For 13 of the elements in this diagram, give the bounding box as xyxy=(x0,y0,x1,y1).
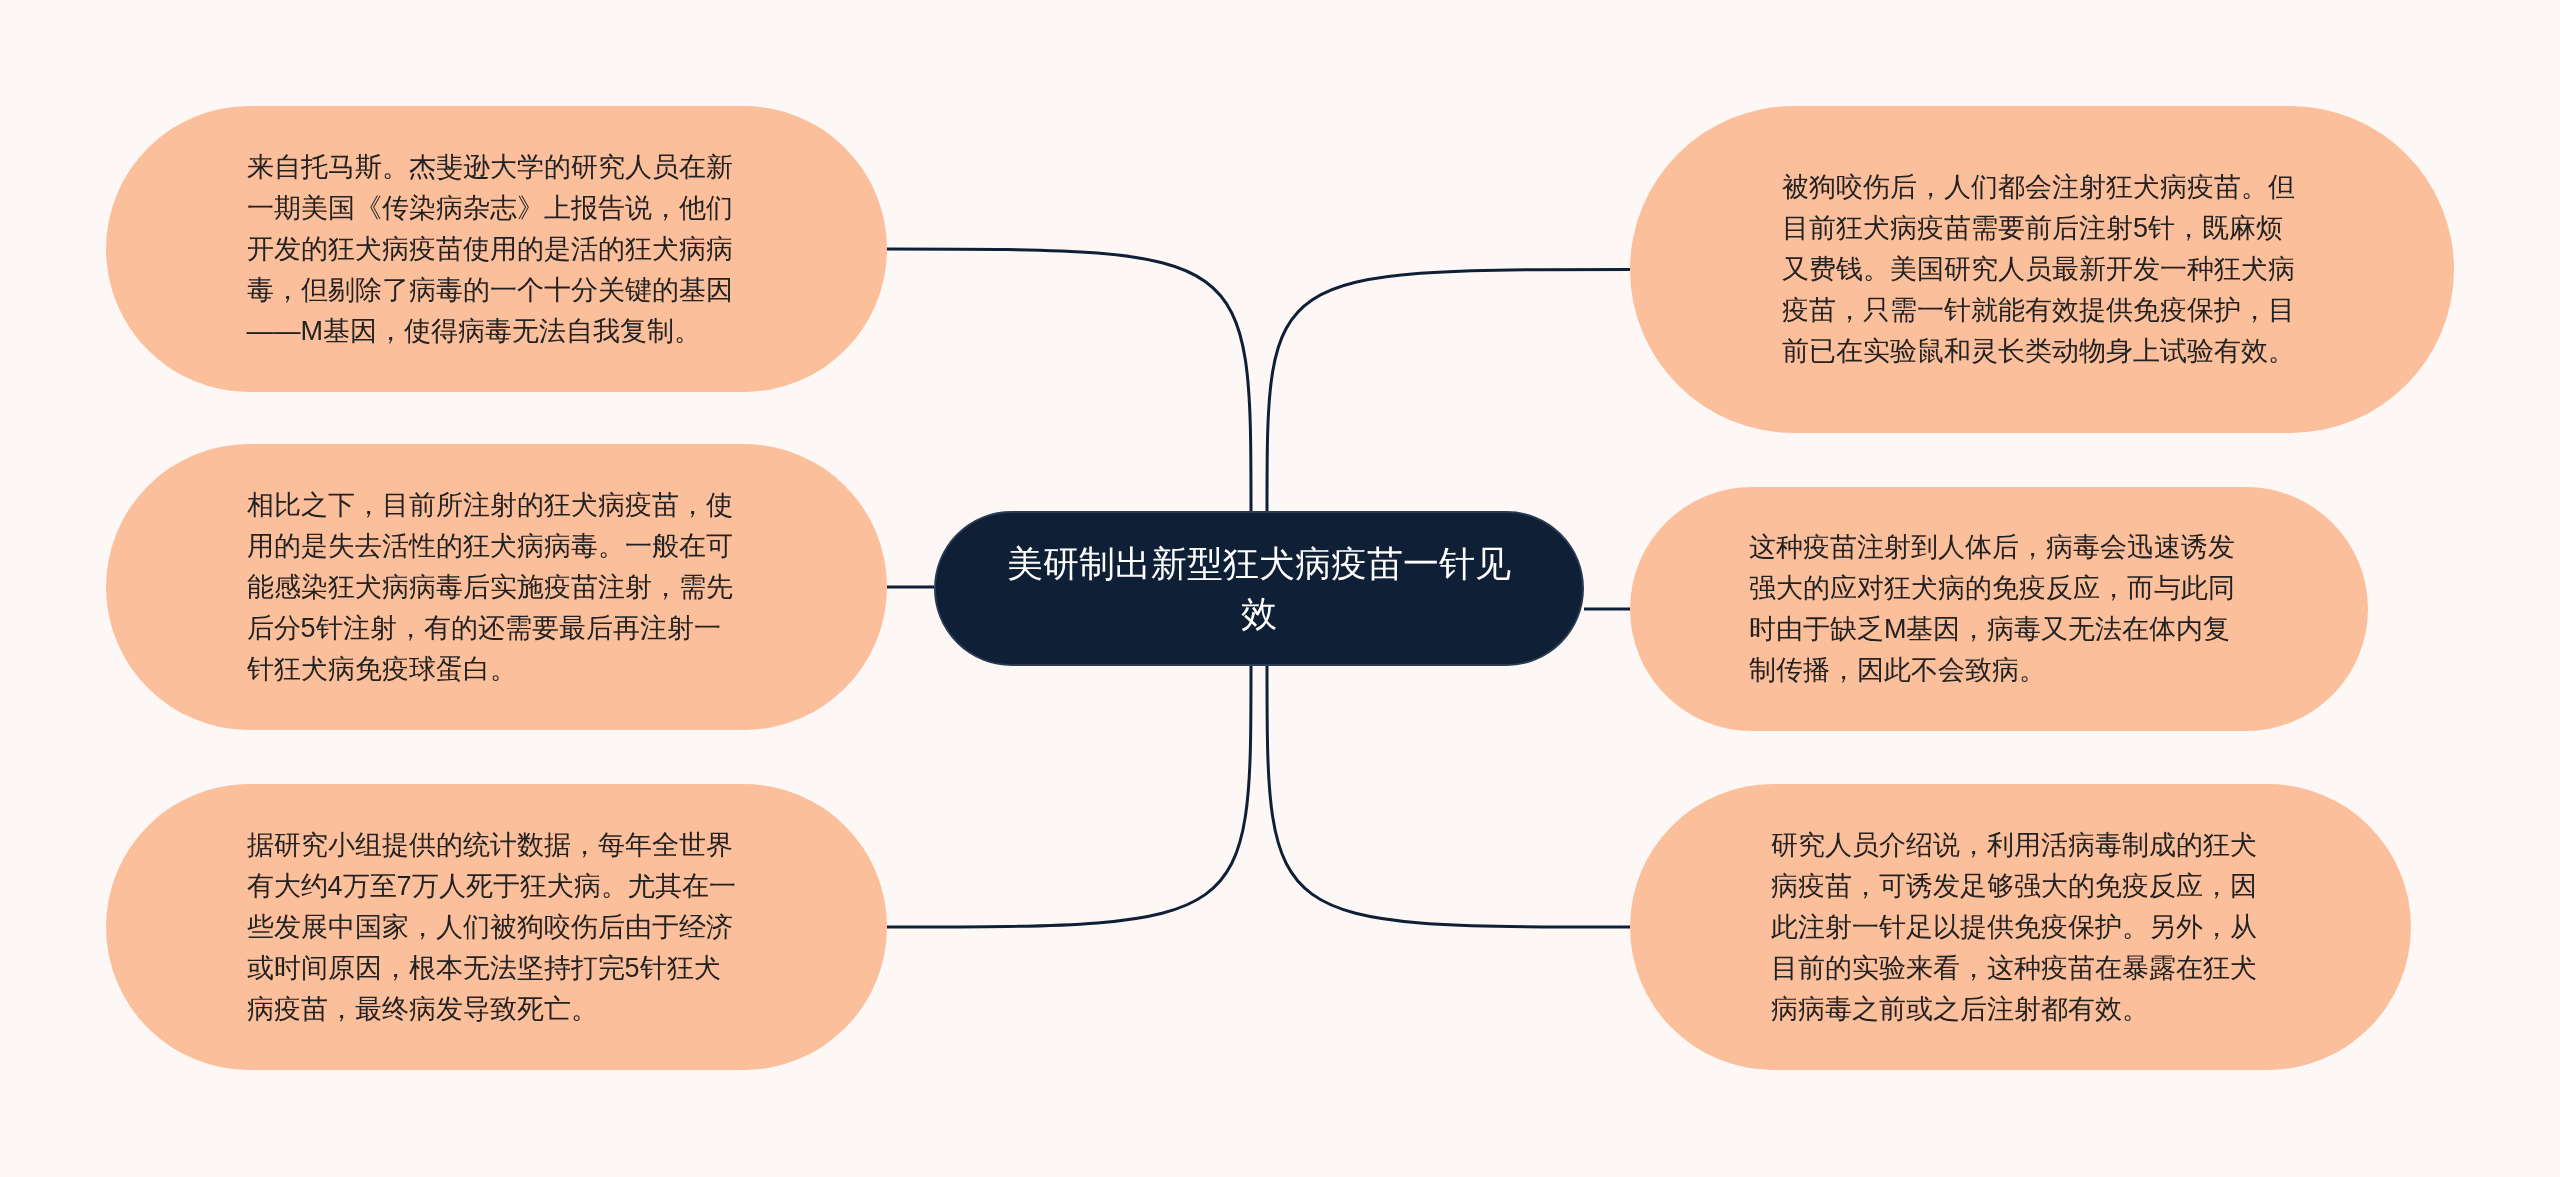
connector-line xyxy=(1584,607,1630,611)
topic-text: 研究人员介绍说，利用活病毒制成的狂犬病疫苗，可诱发足够强大的免疫反应，因此注射一针足以提供免疫保护。另外，从目前的实验来看，这种疫苗在暴露在狂犬病病毒之前或之后注射都有效。 xyxy=(1770,828,2258,1026)
topic-text: 这种疫苗注射到人体后，病毒会迅速诱发强大的应对狂犬病的免疫反应，而与此同时由于缺乏M基因，病毒又无法在体内复制传播，因此不会致病。 xyxy=(1749,531,2236,687)
topic-text: 据研究小组提供的统计数据，每年全世界有大约4万至7万人死于狂犬病。尤其在一些发展中国家，人们被狗咬伤后由于经济或时间原因，根本无法坚持打完5针狂犬病疫苗，最终病发导致死亡。 xyxy=(246,828,737,1026)
topic-text: 相比之下，目前所注射的狂犬病疫苗，使用的是失去活性的狂犬病病毒。一般在可能感染狂犬病病毒后实施疫苗注射，需先后分5针注射，有的还需要最后再注射一针狂犬病免疫球蛋白。 xyxy=(246,488,734,686)
topic-title: 美研制出新型狂犬病疫苗一针见效 xyxy=(1006,541,1512,636)
topic-text: 被狗咬伤后，人们都会注射狂犬病疫苗。但目前狂犬病疫苗需要前后注射5针，既麻烦又费钱。美国研究人员最新开发一种狂犬病疫苗，只需一针就能有效提供免疫保护，目前已在实验鼠和灵长类动物身上试验有效。 xyxy=(1782,171,2296,368)
connector-line xyxy=(1265,666,1630,929)
connector-line xyxy=(887,666,1253,929)
connector-line xyxy=(1265,268,1630,511)
connector-line xyxy=(887,585,934,589)
connector-line xyxy=(887,247,1253,511)
topic-text: 来自托马斯。杰斐逊大学的研究人员在新一期美国《传染病杂志》上报告说，他们开发的狂犬病疫苗使用的是活的狂犬病病毒，但剔除了病毒的一个十分关键的基因——M基因，使得病毒无法自我复制。 xyxy=(246,150,734,348)
